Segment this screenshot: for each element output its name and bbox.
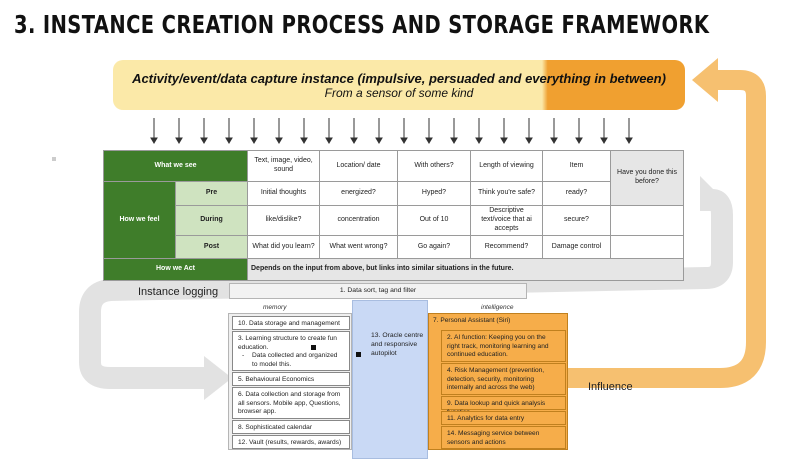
see-col-1: Text, image, video, sound xyxy=(247,150,320,182)
intelligence-label: intelligence xyxy=(481,304,514,311)
memory-item-12: 12. Vault (results, rewards, awards) xyxy=(232,435,350,449)
memory-item-3-sub: - Data collected and organized to model … xyxy=(238,352,344,369)
post-label: Post xyxy=(175,235,248,259)
page-title: 3. INSTANCE CREATION PROCESS AND STORAGE… xyxy=(14,10,710,39)
pre-cell-5: ready? xyxy=(542,181,611,206)
memory-item-10: 10. Data storage and management xyxy=(232,316,350,330)
intel-item-11: 11. Analytics for data entry xyxy=(441,411,566,425)
post-cell-3: Go again? xyxy=(397,235,471,259)
act-cell: Depends on the input from above, but lin… xyxy=(247,258,684,281)
instance-table: What we see Text, image, video, sound Lo… xyxy=(103,150,684,281)
oracle-text: 13. Oracle centre and responsive autopil… xyxy=(371,332,424,357)
data-sort-bar: 1. Data sort, tag and filter xyxy=(229,283,527,299)
memory-item-5: 5. Behavioural Economics xyxy=(232,372,350,386)
post-cell-1: What did you learn? xyxy=(247,235,320,259)
grey-arrowhead-up xyxy=(700,176,724,200)
how-we-act-header: How we Act xyxy=(103,258,248,281)
intel-item-9: 9. Data lookup and quick analysis functi… xyxy=(441,396,566,416)
oracle-column: 13. Oracle centre and responsive autopil… xyxy=(352,300,428,459)
memory-column: 10. Data storage and management 3. Learn… xyxy=(228,313,352,450)
see-col-5: Item xyxy=(542,150,611,182)
down-arrows xyxy=(150,118,633,144)
pre-cell-4: Think you're safe? xyxy=(470,181,543,206)
memory-item-3: 3. Learning structure to create fun educ… xyxy=(232,331,350,371)
memory-item-3-sub-text: Data collected and organized to model th… xyxy=(252,352,338,368)
done-before-cell: Have you done this before? xyxy=(610,150,684,206)
intel-item-2: 2. AI function: Keeping you on the right… xyxy=(441,330,566,362)
memory-label: memory xyxy=(263,304,287,311)
see-col-4: Length of viewing xyxy=(470,150,543,182)
instance-logging-label: Instance logging xyxy=(138,286,219,298)
orange-arrowhead xyxy=(692,58,718,102)
influence-label: Influence xyxy=(588,381,633,393)
during-cell-1: like/dislike? xyxy=(247,205,320,236)
how-we-feel-header: How we feel xyxy=(103,181,176,259)
grey-arrowhead-right xyxy=(204,356,232,400)
post-blank xyxy=(610,235,684,259)
memory-item-6: 6. Data collection and storage from all … xyxy=(232,387,350,419)
connector-dot-left xyxy=(311,345,316,350)
pre-cell-3: Hyped? xyxy=(397,181,471,206)
banner-line2: From a sensor of some kind xyxy=(324,86,474,100)
memory-item-8: 8. Sophisticated calendar xyxy=(232,420,350,434)
see-col-2: Location/ date xyxy=(319,150,398,182)
post-cell-4: Recommend? xyxy=(470,235,543,259)
during-cell-5: secure? xyxy=(542,205,611,236)
intel-item-4: 4. Risk Management (prevention, detectio… xyxy=(441,363,566,395)
during-cell-3: Out of 10 xyxy=(397,205,471,236)
dash-bullet: - xyxy=(242,352,245,360)
banner-line1: Activity/event/data capture instance (im… xyxy=(132,71,666,86)
connector-dot-right xyxy=(356,352,361,357)
pre-label: Pre xyxy=(175,181,248,206)
post-cell-2: What went wrong? xyxy=(319,235,398,259)
capture-instance-banner: Activity/event/data capture instance (im… xyxy=(113,60,685,110)
post-cell-5: Damage control xyxy=(542,235,611,259)
what-we-see-header: What we see xyxy=(103,150,248,182)
during-cell-4: Descriptive text/voice that ai accepts xyxy=(470,205,543,236)
memory-item-3-text: 3. Learning structure to create fun educ… xyxy=(238,335,337,351)
intel-item-14: 14. Messaging service between sensors an… xyxy=(441,426,566,449)
pre-cell-1: Initial thoughts xyxy=(247,181,320,206)
during-blank xyxy=(610,205,684,236)
small-marker xyxy=(52,157,56,161)
intelligence-column: 7. Personal Assistant (Siri) 2. AI funct… xyxy=(428,313,568,450)
pre-cell-2: energized? xyxy=(319,181,398,206)
during-label: During xyxy=(175,205,248,236)
see-col-3: With others? xyxy=(397,150,471,182)
intel-item-7: 7. Personal Assistant (Siri) xyxy=(433,317,511,324)
during-cell-2: concentration xyxy=(319,205,398,236)
orange-loop-arrow xyxy=(565,70,766,388)
